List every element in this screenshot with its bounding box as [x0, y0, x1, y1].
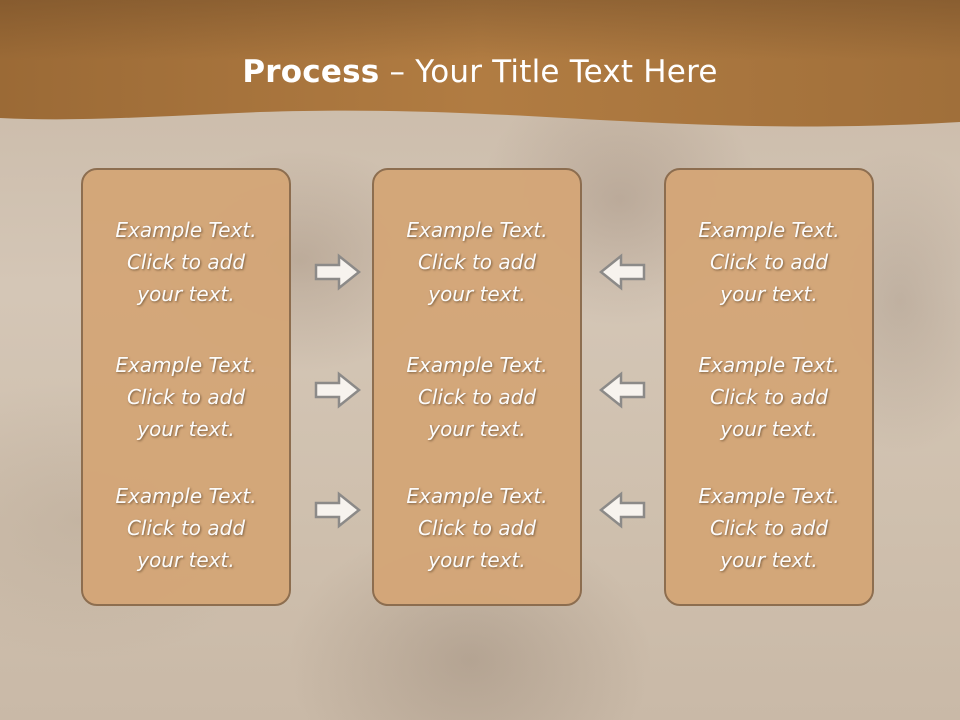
text-line: Example Text. — [406, 353, 548, 377]
text-line: Example Text. — [406, 218, 548, 242]
left-arrow-icon[interactable] — [597, 370, 647, 410]
text-line: Example Text. — [698, 218, 840, 242]
text-placeholder[interactable]: Example Text. Click to add your text. — [83, 480, 289, 576]
right-arrow-icon[interactable] — [313, 252, 363, 292]
text-line: Click to add — [709, 516, 829, 540]
text-line: Example Text. — [115, 218, 257, 242]
text-line: Example Text. — [698, 484, 840, 508]
page-title[interactable]: Process – Your Title Text Here — [0, 54, 960, 90]
text-placeholder[interactable]: Example Text. Click to add your text. — [374, 214, 580, 310]
text-line: your text. — [720, 417, 818, 441]
text-line: Click to add — [126, 516, 246, 540]
text-placeholder[interactable]: Example Text. Click to add your text. — [374, 480, 580, 576]
text-line: your text. — [137, 417, 235, 441]
title-bold: Process — [242, 54, 380, 90]
text-line: Example Text. — [406, 484, 548, 508]
text-line: Example Text. — [115, 484, 257, 508]
right-arrow-icon[interactable] — [313, 490, 363, 530]
text-line: Click to add — [417, 385, 537, 409]
text-line: your text. — [428, 282, 526, 306]
text-line: Click to add — [126, 250, 246, 274]
process-box-left[interactable]: Example Text. Click to add your text. Ex… — [81, 168, 291, 606]
text-line: your text. — [428, 417, 526, 441]
text-placeholder[interactable]: Example Text. Click to add your text. — [666, 214, 872, 310]
title-banner — [0, 0, 960, 127]
right-arrow-icon[interactable] — [313, 370, 363, 410]
text-placeholder[interactable]: Example Text. Click to add your text. — [666, 349, 872, 445]
text-placeholder[interactable]: Example Text. Click to add your text. — [83, 214, 289, 310]
left-arrow-icon[interactable] — [597, 252, 647, 292]
text-line: your text. — [720, 548, 818, 572]
title-rest: – Your Title Text Here — [379, 54, 718, 90]
text-line: Click to add — [709, 385, 829, 409]
left-arrow-icon[interactable] — [597, 490, 647, 530]
text-line: your text. — [720, 282, 818, 306]
text-line: Click to add — [709, 250, 829, 274]
text-line: Click to add — [417, 250, 537, 274]
text-line: Click to add — [126, 385, 246, 409]
text-line: your text. — [137, 282, 235, 306]
text-placeholder[interactable]: Example Text. Click to add your text. — [374, 349, 580, 445]
text-line: Example Text. — [698, 353, 840, 377]
text-placeholder[interactable]: Example Text. Click to add your text. — [666, 480, 872, 576]
process-box-right[interactable]: Example Text. Click to add your text. Ex… — [664, 168, 874, 606]
process-box-middle[interactable]: Example Text. Click to add your text. Ex… — [372, 168, 582, 606]
text-line: your text. — [428, 548, 526, 572]
text-line: your text. — [137, 548, 235, 572]
text-line: Example Text. — [115, 353, 257, 377]
text-placeholder[interactable]: Example Text. Click to add your text. — [83, 349, 289, 445]
text-line: Click to add — [417, 516, 537, 540]
